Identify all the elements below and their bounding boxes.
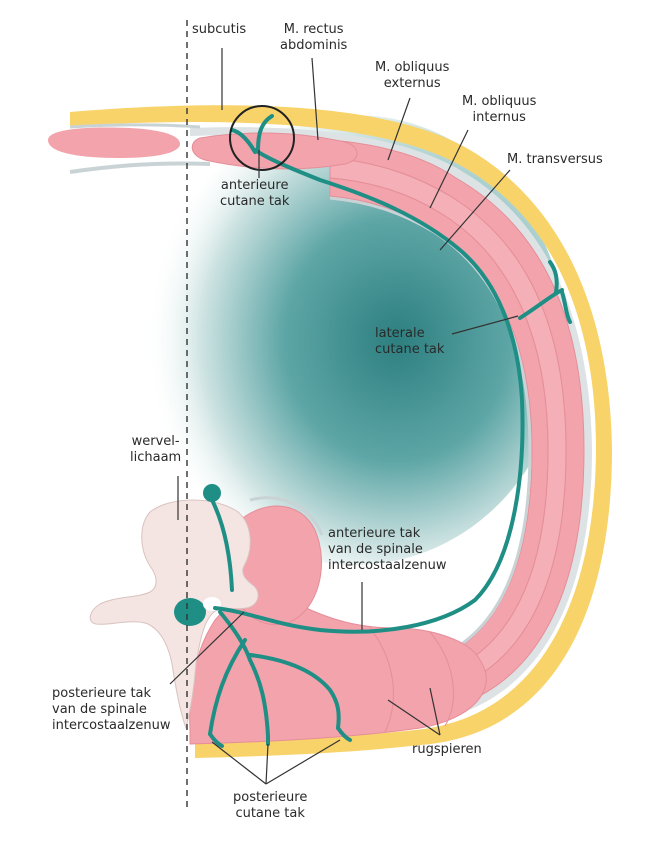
label-obliquus-externus: M. obliquus externus: [375, 60, 450, 91]
anterieure-cutane-branch: [256, 114, 274, 152]
posterieure-cutane-1: [208, 732, 224, 748]
spinal-cord: [174, 598, 206, 626]
label-anterieure-cutane-tak: anterieure cutane tak: [220, 178, 290, 209]
posterieure-cutane-3: [336, 726, 352, 742]
leader-posterieure-spinale: [169, 611, 245, 685]
label-wervellichaam: wervel- lichaam: [130, 434, 182, 465]
sympathetic-ganglion: [203, 484, 221, 502]
contralateral-rectus: [48, 127, 180, 158]
leader-posterieure-cutane-1: [211, 741, 267, 785]
leader-transversus: [439, 169, 511, 251]
leader-lines: [169, 48, 519, 785]
leader-obliquus-externus: [387, 97, 411, 161]
label-rectus-abdominis: M. rectus abdominis: [280, 22, 348, 53]
inner-fascia: [329, 196, 532, 670]
laterale-cutane-branch-up: [548, 260, 559, 294]
paravertebral-fascia: [249, 496, 324, 536]
leader-laterale-cutane: [451, 315, 519, 335]
back-muscle-segment: [369, 627, 394, 733]
nerves: [208, 114, 572, 748]
posterieure-branch-1: [208, 638, 247, 736]
laterale-cutane-branch-down: [560, 290, 572, 324]
leader-posterieure-cutane-2: [265, 743, 269, 785]
label-posterieure-cutane-tak: posterieure cutane tak: [233, 790, 308, 821]
leader-obliquus-internus: [429, 129, 469, 209]
leader-rugspieren-2: [429, 687, 441, 736]
midline-fascia: [69, 161, 211, 174]
leader-rugspieren-1: [387, 699, 441, 736]
leader-posterieure-cutane-3: [265, 739, 341, 785]
highlight-circle: [229, 105, 295, 171]
rectus-abdominis-muscle: [191, 132, 358, 170]
label-subcutis: subcutis: [192, 22, 247, 37]
label-posterieure-tak-spinale: posterieure tak van de spinale intercost…: [52, 686, 171, 733]
sympathetic-branch: [210, 498, 234, 592]
label-laterale-cutane-tak: laterale cutane tak: [375, 326, 445, 357]
label-transversus: M. transversus: [507, 152, 603, 167]
label-obliquus-internus: M. obliquus internus: [462, 94, 537, 125]
label-anterieure-tak-spinale: anterieure tak van de spinale intercosta…: [328, 526, 447, 573]
posterieure-branch-2: [248, 658, 270, 738]
midline-fascia-upper: [69, 123, 201, 129]
anterieure-tak-nerve: [213, 148, 525, 634]
anterieure-cutane-branch-2: [230, 128, 257, 154]
leader-rectus: [311, 57, 319, 141]
label-rugspieren: rugspieren: [412, 742, 482, 757]
laterale-cutane-branch: [518, 288, 564, 320]
posterieure-branch-3: [248, 653, 341, 730]
back-muscle-segment-2: [429, 631, 454, 727]
